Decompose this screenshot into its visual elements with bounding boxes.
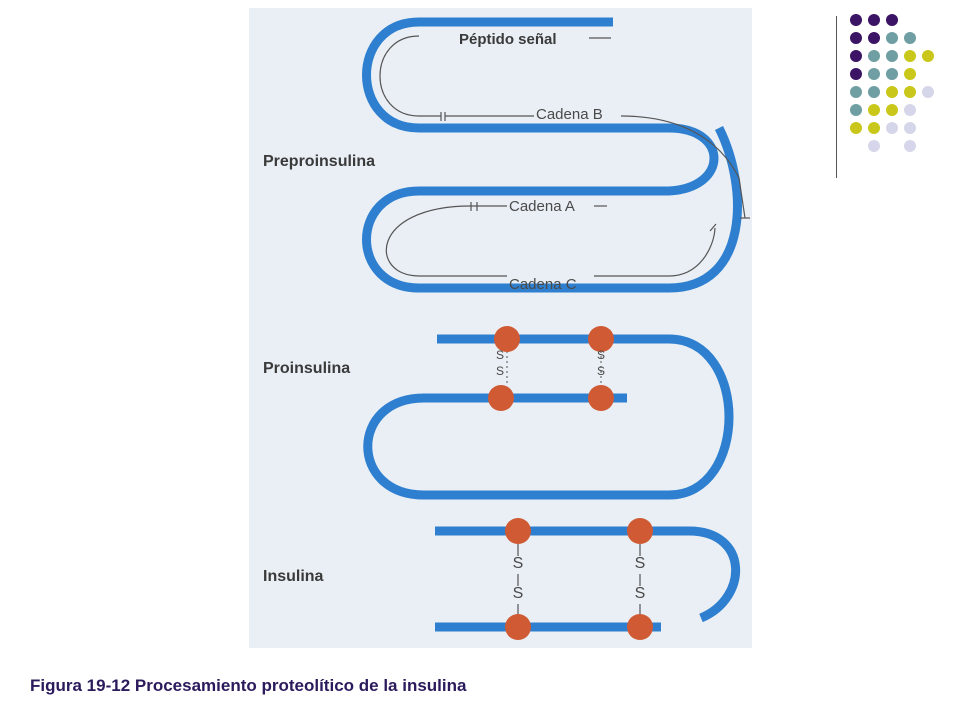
insulin-processing-figure: Preproinsulina Proinsulina Insulina Pépt…	[249, 8, 752, 648]
decorative-dot	[922, 86, 934, 98]
signal-peptide-bracket	[379, 35, 441, 117]
proinsulin-sulfur-right-top: S	[596, 348, 605, 362]
decorative-dot	[904, 86, 916, 98]
decorative-dot	[886, 50, 898, 62]
chain-c-end-tick	[709, 223, 717, 232]
stage-label-preproinsulina: Preproinsulina	[263, 153, 376, 170]
insulin-sulfur-right-top: S	[634, 555, 646, 572]
proinsulin-cysteine-bottom-left	[488, 385, 514, 411]
decorative-dot	[850, 50, 862, 62]
decorative-dot	[904, 32, 916, 44]
chain-b-leader	[620, 115, 746, 219]
decorative-dot	[868, 14, 880, 26]
decorative-dot	[850, 104, 862, 116]
proinsulin-cysteine-bottom-right	[588, 385, 614, 411]
proinsulin-cysteine-top-right	[588, 326, 614, 352]
decorative-dot	[868, 32, 880, 44]
decorative-dot	[868, 104, 880, 116]
segment-label-cadena-c: Cadena C	[509, 276, 577, 293]
insulin-cysteine-top-left	[505, 518, 531, 544]
decorative-dot	[850, 14, 862, 26]
proinsulin-sulfur-left-top: S	[495, 348, 504, 362]
segment-label-peptido-senal: Péptido señal	[459, 31, 557, 48]
insulin-sulfur-left-top: S	[512, 555, 524, 572]
chain-c-bracket	[385, 205, 507, 277]
proinsulin-chain	[363, 334, 734, 500]
segment-label-cadena-b: Cadena B	[536, 106, 603, 123]
decorative-dot	[850, 122, 862, 134]
figure-caption: Figura 19-12 Procesamiento proteolítico …	[30, 676, 467, 695]
decorative-dot	[850, 68, 862, 80]
insulin-cysteine-bottom-right	[627, 614, 653, 640]
preproinsulin-chain	[362, 17, 742, 293]
decorative-dot	[850, 32, 862, 44]
decorative-dot	[904, 104, 916, 116]
proinsulin-cysteine-top-left	[494, 326, 520, 352]
decorative-dot	[886, 32, 898, 44]
decorative-dot	[868, 68, 880, 80]
segment-label-cadena-a: Cadena A	[509, 198, 575, 215]
decorative-dot	[904, 68, 916, 80]
decorative-dot	[850, 86, 862, 98]
insulin-sulfur-left-bottom: S	[512, 585, 524, 602]
decorative-divider	[836, 16, 837, 178]
decorative-dot	[868, 50, 880, 62]
decorative-dot	[868, 86, 880, 98]
decorative-dot	[868, 140, 880, 152]
insulin-cysteine-top-right	[627, 518, 653, 544]
insulin-cysteine-bottom-left	[505, 614, 531, 640]
decorative-dot	[904, 122, 916, 134]
decorative-dot	[868, 122, 880, 134]
chain-c-leader	[594, 227, 716, 277]
decorative-dot	[904, 140, 916, 152]
stage-label-insulina: Insulina	[263, 568, 324, 585]
proinsulin-sulfur-left-bottom: S	[495, 364, 504, 378]
proinsulin-sulfur-right-bottom: S	[596, 364, 605, 378]
decorative-dot-grid	[850, 14, 940, 154]
decorative-dot	[886, 104, 898, 116]
decorative-dot	[886, 122, 898, 134]
insulin-chain-b	[435, 526, 740, 623]
stage-label-proinsulina: Proinsulina	[263, 360, 351, 377]
decorative-dot	[922, 50, 934, 62]
decorative-dot	[886, 14, 898, 26]
insulin-diagram-svg	[362, 17, 750, 640]
insulin-sulfur-right-bottom: S	[634, 585, 646, 602]
decorative-dot	[904, 50, 916, 62]
decorative-dot	[886, 86, 898, 98]
decorative-dot	[886, 68, 898, 80]
